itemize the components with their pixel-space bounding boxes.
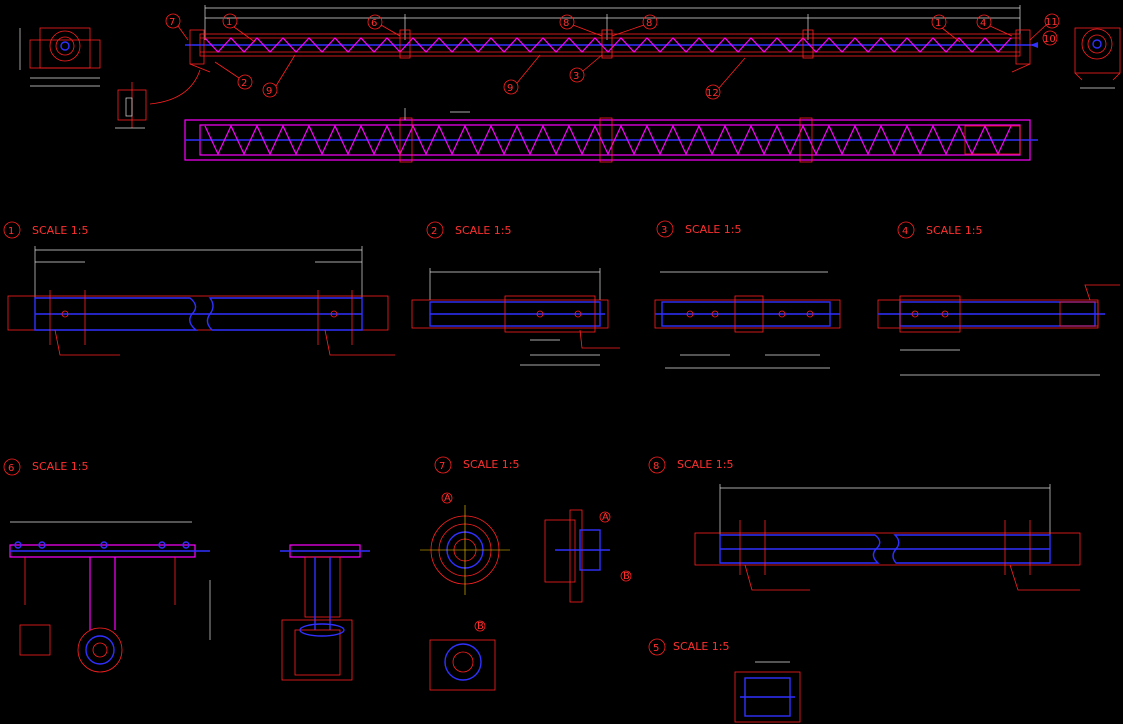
svg-text:1: 1 bbox=[8, 226, 14, 237]
svg-text:10: 10 bbox=[1043, 34, 1056, 45]
balloon: 9 bbox=[503, 54, 541, 95]
view-title-1: 1 SCALE 1:5 bbox=[3, 221, 88, 239]
svg-text:SCALE 1:5: SCALE 1:5 bbox=[673, 640, 729, 653]
svg-text:2: 2 bbox=[241, 78, 247, 89]
svg-text:B: B bbox=[623, 571, 630, 582]
balloon: 7 bbox=[165, 13, 189, 41]
svg-text:8: 8 bbox=[646, 18, 652, 29]
balloon: 1 bbox=[931, 14, 961, 43]
svg-text:6: 6 bbox=[8, 463, 14, 474]
view-title-7: 7 SCALE 1:5 bbox=[434, 456, 519, 474]
svg-text:3: 3 bbox=[573, 71, 579, 82]
balloon: 3 bbox=[569, 54, 603, 83]
svg-text:8: 8 bbox=[563, 18, 569, 29]
balloon: 9 bbox=[262, 54, 296, 98]
detail-view-2 bbox=[411, 268, 620, 366]
right-end-view bbox=[1074, 27, 1121, 89]
balloon: 1 bbox=[222, 13, 256, 43]
balloon: 8 bbox=[611, 14, 658, 37]
detail-view-4 bbox=[877, 284, 1120, 376]
balloon: 12 bbox=[705, 57, 746, 100]
svg-text:3: 3 bbox=[661, 225, 667, 236]
view-title-4: 4 SCALE 1:5 bbox=[897, 221, 982, 239]
svg-text:B: B bbox=[477, 621, 484, 632]
svg-text:A: A bbox=[602, 512, 609, 523]
svg-text:5: 5 bbox=[653, 643, 659, 654]
svg-text:SCALE 1:5: SCALE 1:5 bbox=[32, 460, 88, 473]
detail-view-7 bbox=[420, 492, 632, 691]
svg-text:1: 1 bbox=[226, 17, 232, 28]
svg-text:7: 7 bbox=[169, 17, 175, 28]
detail-view-8 bbox=[694, 484, 1081, 591]
balloon: 2 bbox=[214, 61, 253, 90]
detail-view-3 bbox=[654, 271, 841, 369]
detail-view-1 bbox=[7, 246, 395, 356]
balloon: 11 bbox=[1029, 13, 1060, 41]
svg-text:SCALE 1:5: SCALE 1:5 bbox=[685, 223, 741, 236]
conveyor-plan-view bbox=[184, 108, 1038, 163]
svg-text:6: 6 bbox=[371, 18, 377, 29]
balloon: 8 bbox=[559, 14, 603, 37]
svg-text:4: 4 bbox=[902, 226, 908, 237]
svg-text:SCALE 1:5: SCALE 1:5 bbox=[926, 224, 982, 237]
bracket-detail bbox=[115, 69, 201, 129]
view-title-3: 3 SCALE 1:5 bbox=[656, 220, 741, 238]
svg-text:7: 7 bbox=[439, 461, 445, 472]
svg-text:4: 4 bbox=[980, 18, 986, 29]
svg-text:9: 9 bbox=[266, 86, 272, 97]
svg-text:12: 12 bbox=[706, 88, 719, 99]
svg-text:2: 2 bbox=[431, 226, 437, 237]
section-markers: A A B B bbox=[444, 493, 630, 632]
svg-text:11: 11 bbox=[1045, 17, 1058, 28]
part-balloons: 7 1 6 8 8 1 4 11 10 2 9 9 3 12 bbox=[165, 13, 1060, 100]
balloon: 6 bbox=[367, 14, 401, 37]
balloon: 4 bbox=[976, 14, 1013, 37]
view-title-2: 2 SCALE 1:5 bbox=[426, 221, 511, 239]
view-title-5: 5 SCALE 1:5 bbox=[648, 638, 729, 656]
detail-view-6-side bbox=[280, 544, 370, 681]
conveyor-elevation bbox=[185, 5, 1038, 73]
left-end-view bbox=[19, 27, 101, 87]
detail-view-6 bbox=[9, 521, 211, 673]
svg-text:A: A bbox=[444, 493, 451, 504]
balloon: 10 bbox=[1042, 30, 1058, 46]
view-title-8: 8 SCALE 1:5 bbox=[648, 456, 733, 474]
view-title-6: 6 SCALE 1:5 bbox=[3, 458, 88, 476]
svg-text:SCALE 1:5: SCALE 1:5 bbox=[463, 458, 519, 471]
svg-text:8: 8 bbox=[653, 461, 659, 472]
svg-text:1: 1 bbox=[935, 18, 941, 29]
svg-text:SCALE 1:5: SCALE 1:5 bbox=[455, 224, 511, 237]
svg-text:SCALE 1:5: SCALE 1:5 bbox=[32, 224, 88, 237]
svg-text:9: 9 bbox=[507, 83, 513, 94]
detail-view-5 bbox=[734, 661, 801, 723]
svg-text:SCALE 1:5: SCALE 1:5 bbox=[677, 458, 733, 471]
